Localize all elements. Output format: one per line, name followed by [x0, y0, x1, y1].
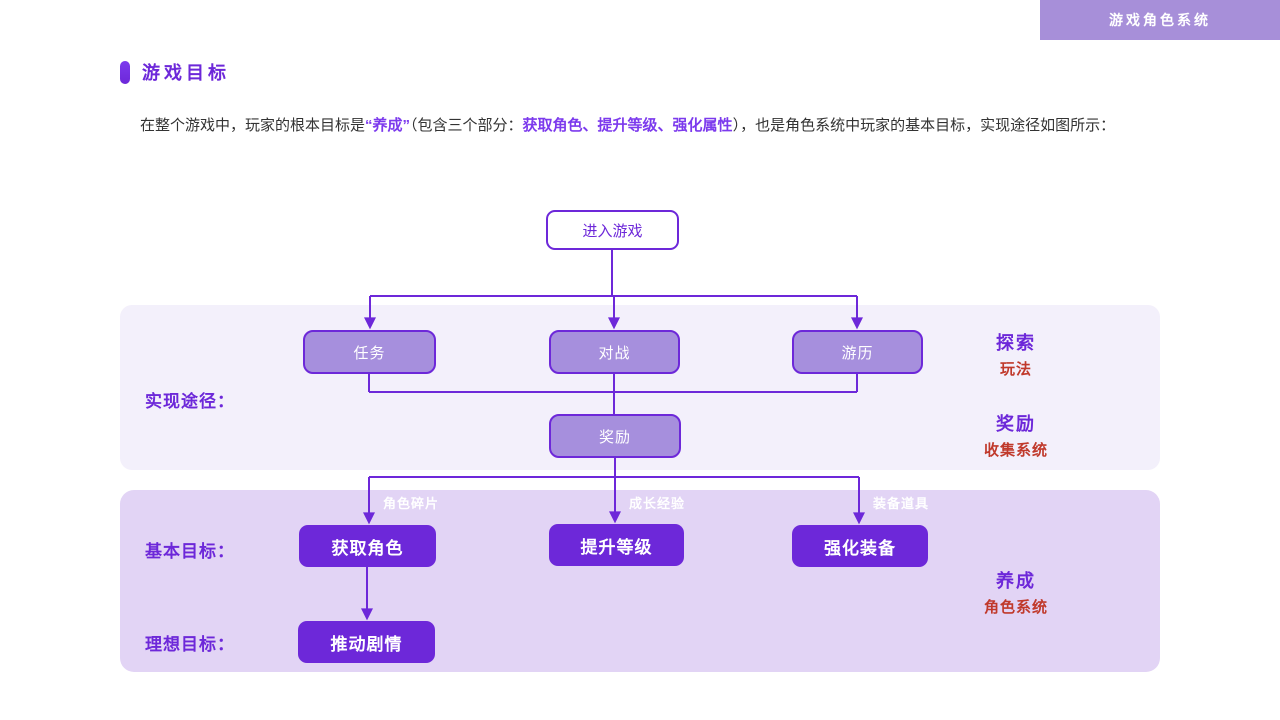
- row-label-paths: 实现途径：: [145, 392, 235, 411]
- side-note-title: 奖励: [996, 414, 1036, 434]
- node-label: 推动剧情: [330, 634, 403, 654]
- section-header: 游戏目标: [120, 59, 230, 85]
- row-label-ideal-goal: 理想目标：: [145, 635, 235, 654]
- side-note-reward: 奖励 收集系统: [974, 410, 1058, 460]
- node-travel: 游历: [792, 330, 923, 374]
- side-note-explore: 探索 玩法: [974, 329, 1058, 379]
- intro-highlight-parts: 获取角色、提升等级、强化属性: [522, 117, 733, 134]
- node-label: 提升等级: [580, 537, 653, 557]
- side-note-title: 探索: [996, 333, 1036, 353]
- node-obtain-character: 获取角色: [299, 525, 436, 567]
- banner-title: 游戏角色系统: [1109, 12, 1211, 28]
- node-level-up: 提升等级: [549, 524, 684, 566]
- intro-text: （包含三个部分：: [410, 117, 523, 134]
- node-label: 对战: [598, 344, 631, 362]
- node-battle: 对战: [549, 330, 680, 374]
- node-label: 强化装备: [824, 538, 896, 558]
- node-label: 进入游戏: [582, 222, 643, 240]
- node-advance-plot: 推动剧情: [298, 621, 435, 663]
- intro-paragraph: 在整个游戏中，玩家的根本目标是“养成”（包含三个部分：获取角色、提升等级、强化属…: [140, 115, 1190, 137]
- node-reward: 奖励: [549, 414, 681, 458]
- page-title: 游戏目标: [142, 63, 230, 83]
- node-task: 任务: [303, 330, 436, 374]
- node-label: 游历: [841, 344, 874, 362]
- node-label: 奖励: [598, 428, 631, 446]
- side-note-cultivate: 养成 角色系统: [974, 567, 1058, 617]
- node-label: 任务: [353, 344, 386, 362]
- edge-label-character-shards: 角色碎片: [383, 496, 440, 511]
- intro-text: ），也是角色系统中玩家的基本目标，实现途径如图所示：: [732, 117, 1116, 134]
- row-label-basic-goal: 基本目标：: [145, 542, 235, 561]
- intro-highlight-cultivate: “养成”: [365, 117, 411, 134]
- side-note-subtitle: 玩法: [999, 361, 1032, 378]
- panel-goals: [120, 490, 1160, 672]
- page-tab-banner: 游戏角色系统: [1040, 0, 1280, 40]
- side-note-subtitle: 收集系统: [983, 442, 1048, 459]
- edge-label-growth-exp: 成长经验: [629, 496, 686, 511]
- side-note-title: 养成: [996, 571, 1036, 591]
- intro-text: 在整个游戏中，玩家的根本目标是: [140, 117, 366, 134]
- title-accent-bar: [120, 60, 130, 84]
- side-note-subtitle: 角色系统: [983, 599, 1048, 616]
- node-enhance-equipment: 强化装备: [792, 525, 928, 567]
- node-label: 获取角色: [331, 538, 404, 558]
- node-enter-game: 进入游戏: [546, 210, 679, 250]
- edge-label-equipment-items: 装备道具: [873, 496, 930, 511]
